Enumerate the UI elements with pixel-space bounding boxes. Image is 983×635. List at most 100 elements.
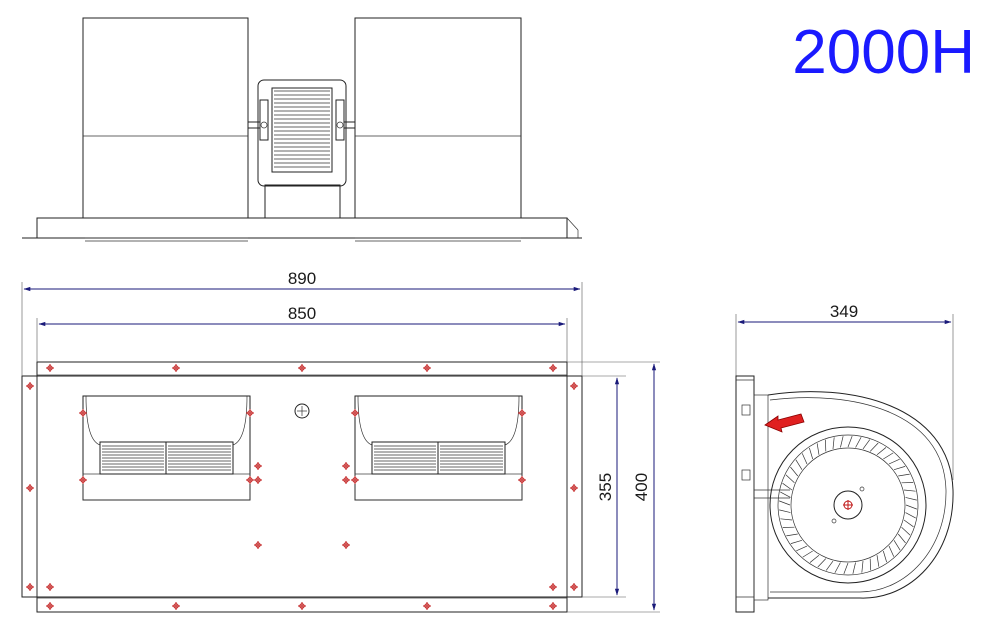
impeller-blade — [796, 545, 808, 552]
front-view: 890 850 355 400 — [21, 269, 660, 613]
impeller-blade — [901, 526, 911, 536]
mounting-point-icon — [570, 382, 578, 390]
impeller-blade — [898, 473, 910, 477]
mounting-point-icon — [26, 484, 34, 492]
dim-panel-width: 850 — [36, 304, 568, 362]
mounting-point-icon — [254, 476, 262, 484]
impeller-blade — [855, 437, 862, 448]
impeller — [769, 426, 927, 584]
mounting-point-icon — [549, 583, 557, 591]
mounting-point-icon — [342, 476, 350, 484]
mounting-point-icon — [246, 409, 254, 417]
mounting-point-icon — [549, 364, 557, 372]
mounting-point-icon — [172, 602, 180, 610]
mounting-point-icon — [351, 409, 359, 417]
impeller-blade — [802, 550, 813, 558]
right-blower-outlet — [354, 395, 523, 501]
mounting-point-icon — [26, 382, 34, 390]
dim-overall-width: 890 — [21, 269, 583, 376]
impeller-blade — [869, 442, 879, 452]
mounting-point-icon — [26, 583, 34, 591]
motor — [247, 79, 356, 219]
mounting-point-icon — [254, 541, 262, 549]
mounting-point-icon — [342, 541, 350, 549]
mounting-point-icon — [423, 364, 431, 372]
dim-inner-height: 355 — [582, 375, 626, 598]
blower-scroll — [754, 391, 954, 599]
impeller-blade — [780, 518, 793, 521]
impeller-blade — [861, 560, 864, 573]
mounting-point-icon — [518, 409, 526, 417]
panel-width-label: 850 — [288, 304, 316, 323]
impeller-blade — [852, 562, 856, 574]
impeller-blade — [782, 482, 793, 491]
impeller-blade — [903, 489, 916, 492]
mounting-point-icon — [298, 602, 306, 610]
impeller-blade — [843, 562, 849, 575]
mounting-point-icon — [46, 602, 54, 610]
mounting-point-icon — [570, 484, 578, 492]
impeller-blade — [778, 500, 791, 506]
mounting-point-icon — [342, 462, 350, 470]
impeller-blade — [825, 560, 834, 571]
impeller-blade — [888, 545, 895, 557]
mounting-point-icon — [46, 364, 54, 372]
impeller-blade — [790, 539, 803, 544]
impeller-blade — [817, 558, 827, 568]
left-fan-housing — [82, 17, 249, 242]
impeller-blade — [834, 562, 841, 573]
right-fan-housing — [354, 17, 522, 242]
impeller-blade — [888, 458, 900, 465]
mounting-point-icon — [79, 409, 87, 417]
impeller-blade — [893, 466, 906, 471]
left-blower-outlet — [82, 395, 251, 501]
impeller-blade — [801, 453, 808, 465]
impeller-blade — [809, 447, 814, 460]
impeller-blade — [790, 466, 799, 477]
impeller-blade — [785, 474, 795, 484]
impeller-blade — [876, 555, 880, 567]
impeller-blade — [840, 436, 844, 448]
access-hole — [294, 403, 310, 419]
inner-height-label: 355 — [596, 473, 615, 501]
impeller-blade — [832, 437, 835, 450]
impeller-blade — [903, 519, 914, 528]
impeller-blade — [786, 533, 798, 537]
impeller-blade — [816, 443, 820, 455]
impeller-blade — [876, 447, 887, 456]
overall-width-label: 890 — [288, 269, 316, 288]
impeller-blade — [847, 435, 853, 448]
airflow-arrow-icon — [764, 413, 805, 433]
impeller-blade — [893, 540, 901, 551]
dim-overall-height: 400 — [567, 361, 660, 613]
mounting-point-icon — [172, 364, 180, 372]
impeller-blade — [905, 504, 918, 510]
impeller-blade — [780, 491, 791, 498]
overall-height-label: 400 — [632, 473, 651, 501]
mounting-point-icon — [570, 583, 578, 591]
mounting-point-icon — [298, 364, 306, 372]
impeller-blade — [809, 554, 820, 563]
mounting-point-icon — [423, 602, 431, 610]
side-depth-label: 349 — [830, 302, 858, 321]
impeller-blade — [779, 509, 791, 513]
impeller-blade — [905, 512, 916, 519]
mounting-point-icon — [246, 476, 254, 484]
model-title: 2000H — [792, 18, 975, 87]
mounting-point-icon — [46, 583, 54, 591]
impeller-blade — [905, 497, 917, 501]
dim-side-depth: 349 — [735, 302, 954, 480]
mounting-point-icon — [351, 476, 359, 484]
mounting-point-icon — [518, 476, 526, 484]
impeller-blade — [862, 439, 871, 450]
impeller-blade — [882, 550, 887, 563]
impeller-blade — [897, 533, 906, 544]
impeller-blade — [883, 452, 894, 460]
mounting-point-icon — [549, 602, 557, 610]
mounting-points — [26, 364, 578, 610]
side-view: 349 — [735, 302, 954, 613]
top-view — [22, 17, 582, 242]
mounting-point-icon — [254, 462, 262, 470]
impeller-blade — [795, 459, 803, 470]
